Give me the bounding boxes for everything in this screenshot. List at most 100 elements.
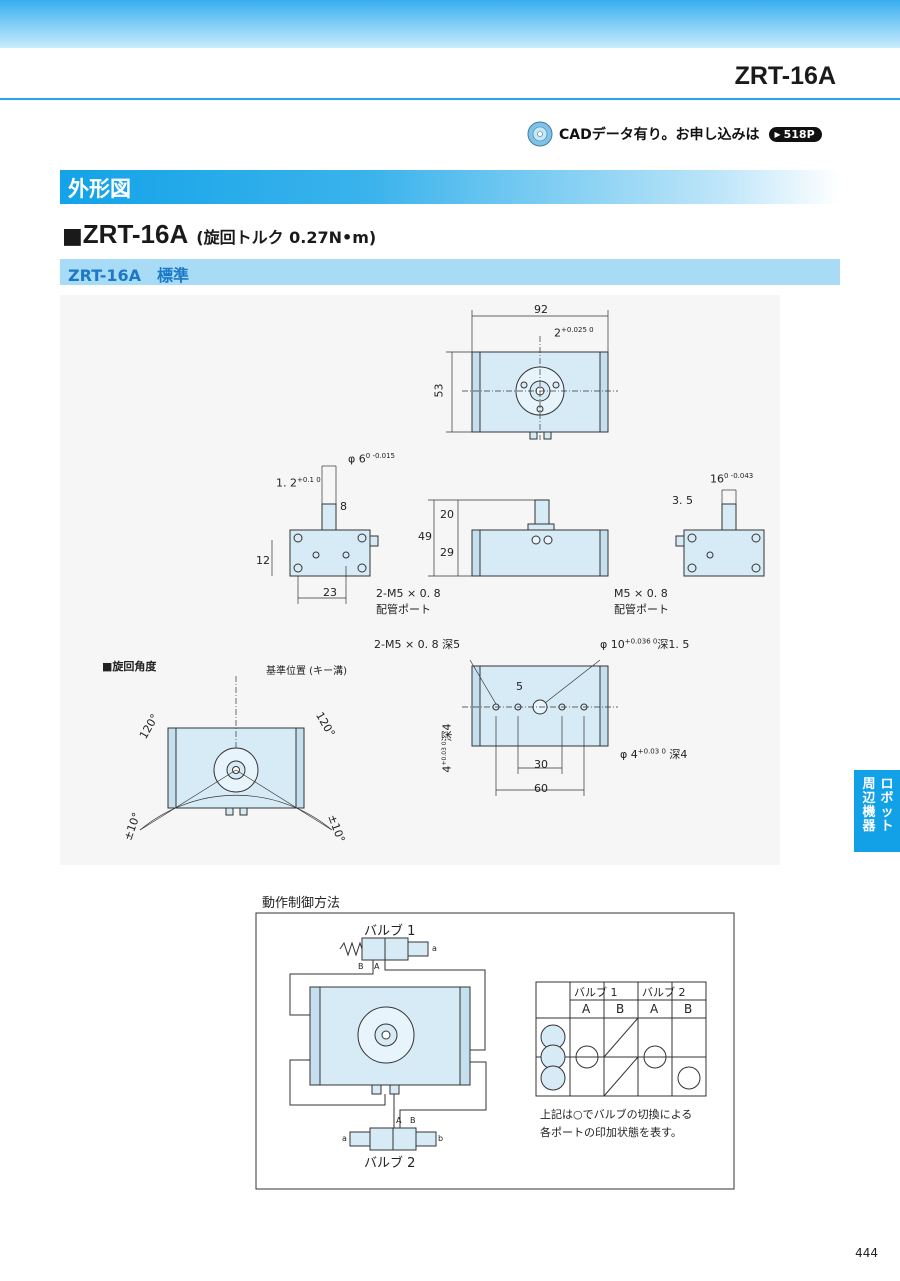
dim-12: 12 (256, 554, 270, 567)
dim-16: 160 -0.043 (710, 472, 753, 486)
row3-port-icon (540, 1065, 566, 1091)
dim-29: 29 (440, 546, 454, 559)
valve2-solenoid-l (349, 1131, 371, 1147)
state-table (535, 981, 707, 1097)
rotation-view-fitting-b (239, 807, 248, 816)
page-model-title: ZRT-16A (734, 62, 836, 90)
dim-1-2-value: 1. 2 (276, 476, 297, 490)
dim-2-value: 2 (554, 326, 561, 340)
table-note-2: 各ポートの印加状態を表す。 (540, 1126, 682, 1139)
dim-49: 49 (418, 530, 432, 543)
dim-1-2: 1. 2+0.1 0 (276, 476, 321, 490)
top-view-screw-a (520, 381, 528, 389)
section-title: 外形図 (68, 177, 131, 201)
cad-text: CADデータ有り。お申し込みは (559, 127, 760, 143)
table-sub-b1: B (616, 1002, 625, 1016)
dim-5: 5 (516, 680, 523, 693)
valve2-label: バルブ 2 (364, 1156, 416, 1171)
dim-16-tol: 0 -0.043 (724, 472, 754, 480)
dim-phi6: φ 60 -0.015 (348, 452, 395, 466)
cad-notice[interactable]: CADデータ有り。お申し込みは ▶518P (527, 121, 822, 147)
top-view-end-right (599, 351, 609, 433)
dim-4-depth: 深4 (440, 723, 454, 742)
left-view-hole-a (312, 551, 320, 559)
dim-53: 53 (432, 383, 446, 398)
dim-4-value: 4 (440, 765, 454, 773)
left-view-port (342, 551, 350, 559)
sub-bar: ZRT-16A 標準 (60, 259, 840, 285)
table-note-1: 上記は○でバルブの切換による (540, 1108, 693, 1121)
phi4-value: φ 4 (620, 748, 638, 761)
valve1-port-b: B (358, 962, 364, 971)
dim-1-2-tol: +0.1 0 (297, 476, 321, 484)
table-sub-b2: B (684, 1002, 693, 1016)
left-view-bolt-b (357, 533, 367, 543)
rotation-view-fitting-a (225, 807, 234, 816)
dim-8: 8 (340, 500, 347, 513)
valve2-port-b: B (410, 1116, 416, 1125)
page-ref-badge[interactable]: ▶518P (769, 126, 822, 142)
rotation-view-end-r (295, 727, 305, 809)
right-view-bolt-a (687, 533, 697, 543)
right-view-shaft (721, 503, 737, 531)
page-ref-text: 518P (783, 127, 815, 141)
table-header-valve1: バルブ 1 (574, 986, 618, 999)
phi4-depth: 深4 (669, 748, 688, 761)
operation-title: 動作制御方法 (262, 896, 341, 911)
phi4-tol: +0.03 0 (637, 747, 666, 756)
bottom-view-end-l (471, 665, 481, 747)
front-view-port-a (531, 535, 541, 545)
heading-model: ZRT-16A (82, 219, 189, 249)
port-label-1b: 配管ポート (376, 603, 431, 616)
hole-label-2-value: φ 10 (600, 638, 625, 651)
top-banner (0, 0, 900, 48)
phi4-label: φ 4+0.03 0 深4 (620, 746, 687, 762)
hole-label-2-depth: 深1. 5 (657, 638, 690, 651)
dim-30: 30 (534, 758, 548, 771)
left-view-bolt-a (293, 533, 303, 543)
front-view-end-l (471, 529, 481, 577)
heading-torque: (旋回トルク 0.27N•m) (196, 228, 377, 247)
table-sub-a2: A (650, 1002, 659, 1016)
left-view-bolt-c (293, 563, 303, 573)
dim-20: 20 (440, 508, 454, 521)
top-view-end-left (471, 351, 481, 433)
dim-3-5: 3. 5 (672, 494, 693, 507)
model-heading: ■ZRT-16A (旋回トルク 0.27N•m) (62, 219, 376, 250)
hole-label-2-tol: +0.036 0 (624, 637, 658, 646)
valve1-spring (339, 941, 363, 957)
dim-23: 23 (323, 586, 337, 599)
left-view-body (289, 529, 371, 577)
page-number: 444 (855, 1246, 878, 1260)
heading-square: ■ (62, 224, 83, 249)
dim-phi6-tol: 0 -0.015 (365, 452, 396, 460)
dim-phi6-value: φ 6 (348, 452, 366, 466)
valve2-solenoid-r (415, 1131, 437, 1147)
top-view-fitting-a (529, 431, 538, 440)
dim-16-value: 16 (710, 472, 724, 486)
valve1-label: バルブ 1 (364, 924, 416, 939)
dim-92: 92 (534, 303, 548, 316)
right-view-fitting (675, 535, 685, 547)
valve2-sol-a: a (342, 1134, 347, 1143)
row2-port-icon (540, 1044, 566, 1070)
rotation-title: ■旋回角度 (102, 660, 157, 673)
bottom-view-end-r (599, 665, 609, 747)
valve1-sol-a: a (432, 944, 437, 953)
port-label-2b: 配管ポート (614, 603, 669, 616)
op-actuator-fitting-a (371, 1084, 382, 1095)
right-view-bolt-b (751, 533, 761, 543)
dim-4-deep: 4+0.03 0深4 (439, 723, 455, 772)
top-view-screw-b (552, 381, 560, 389)
dim-2: 2+0.025 0 (554, 326, 594, 340)
side-tab-robot-peripherals[interactable]: ロボット 周辺機器 (854, 770, 900, 852)
port-label-2: M5 × 0. 8 (614, 587, 668, 600)
table-header-valve2: バルブ 2 (642, 986, 686, 999)
hole-label-1: 2-M5 × 0. 8 深5 (374, 638, 461, 651)
rotation-view-end-l (167, 727, 177, 809)
table-sub-a1: A (582, 1002, 591, 1016)
op-actuator-end-r (459, 986, 471, 1086)
front-view-body (471, 529, 609, 577)
op-actuator-bore (381, 1030, 391, 1040)
